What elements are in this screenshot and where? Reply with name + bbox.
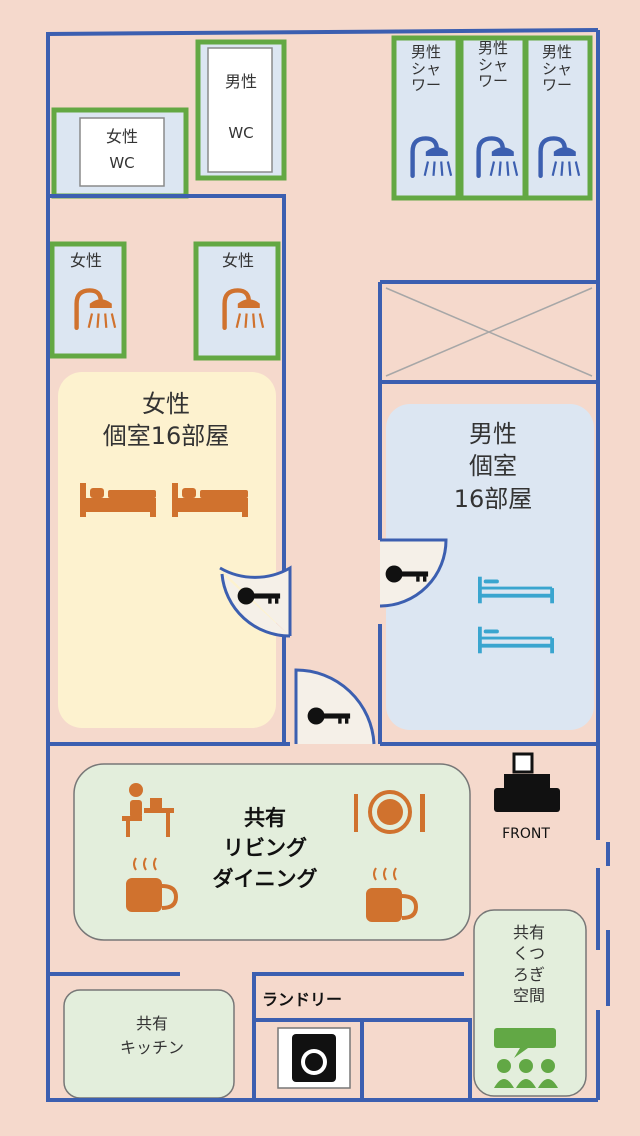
cup-handle [401, 894, 419, 920]
desk-part [129, 783, 143, 797]
laundry-inner-wall [254, 1018, 472, 1100]
person-head [541, 1059, 555, 1073]
desk-icon [122, 783, 174, 837]
register-top [504, 774, 550, 788]
register-screen [512, 752, 534, 774]
speech-tail [514, 1048, 528, 1058]
female-private-rooms-label: 女性 個室16部屋 [102, 390, 230, 451]
female-wc-sub-label: WC [109, 154, 135, 172]
people-icon [494, 1028, 558, 1088]
male-shower-2-label: 男性 シャ ワー [477, 39, 508, 90]
register-base [494, 788, 560, 812]
corridor-wall-left [48, 194, 286, 578]
register-icon [494, 752, 560, 812]
female-shower-1-room [49, 241, 127, 359]
desk-part [150, 798, 162, 808]
person-head [497, 1059, 511, 1073]
male-wc-inner-room [207, 47, 273, 173]
person-body [538, 1079, 558, 1088]
cup-body [366, 888, 402, 922]
male-private-area [386, 404, 594, 730]
male-shower-2-room [458, 35, 528, 201]
lounge-area [473, 909, 587, 1097]
shared-living-dining-label: 共有 リビング ダイニング [212, 806, 318, 891]
cup-steam [133, 857, 157, 871]
cup-steam [373, 867, 397, 881]
coffee-icon [366, 867, 419, 922]
plate-rim [368, 790, 412, 834]
shared-kitchen-label: 共有 キッチン [119, 1014, 184, 1057]
washer-drum [305, 1053, 323, 1071]
female-shower-2-room [193, 241, 281, 361]
shared-lounge-label: 共有 くつ ろぎ 空間 [512, 923, 545, 1006]
male-wc-sub-label: WC [228, 124, 254, 142]
knife [420, 794, 425, 832]
fork [354, 794, 358, 832]
desk-part [144, 808, 174, 813]
male-shower-1-label: 男性 シャ ワー [410, 43, 441, 94]
outer-wall [46, 28, 599, 1102]
male-wc-label: 男性 [224, 72, 257, 91]
storage-cross [385, 287, 593, 377]
laundry-label: ランドリー [262, 990, 343, 1009]
female-wc-label: 女性 [105, 127, 138, 146]
person-body [516, 1079, 536, 1088]
desk-part [122, 816, 142, 821]
male-private-rooms-label: 男性 個室 16部屋 [453, 420, 533, 513]
person-body [494, 1079, 514, 1088]
female-wc-inner-room [79, 117, 165, 187]
cup-body [126, 878, 162, 912]
cup-handle [161, 884, 179, 910]
female-room-door [219, 565, 292, 638]
speech-bubble [494, 1028, 556, 1048]
female-shower-2-label: 女性 [221, 251, 254, 270]
plate-icon [354, 790, 425, 834]
plate-center [377, 799, 403, 825]
coffee-icon [126, 857, 179, 912]
hall-door [294, 668, 376, 745]
front-desk-label: FRONT [502, 826, 550, 842]
male-shower-3-label: 男性 シャ ワー [541, 43, 572, 94]
person-head [519, 1059, 533, 1073]
desk-part [126, 821, 130, 837]
male-shower-3-room [523, 35, 593, 201]
desk-part [130, 800, 142, 818]
female-private-area [58, 372, 276, 728]
female-shower-1-label: 女性 [69, 251, 102, 270]
laundry-wall [252, 972, 464, 1100]
desk-part [166, 813, 170, 837]
washing-machine-icon [277, 1027, 351, 1089]
